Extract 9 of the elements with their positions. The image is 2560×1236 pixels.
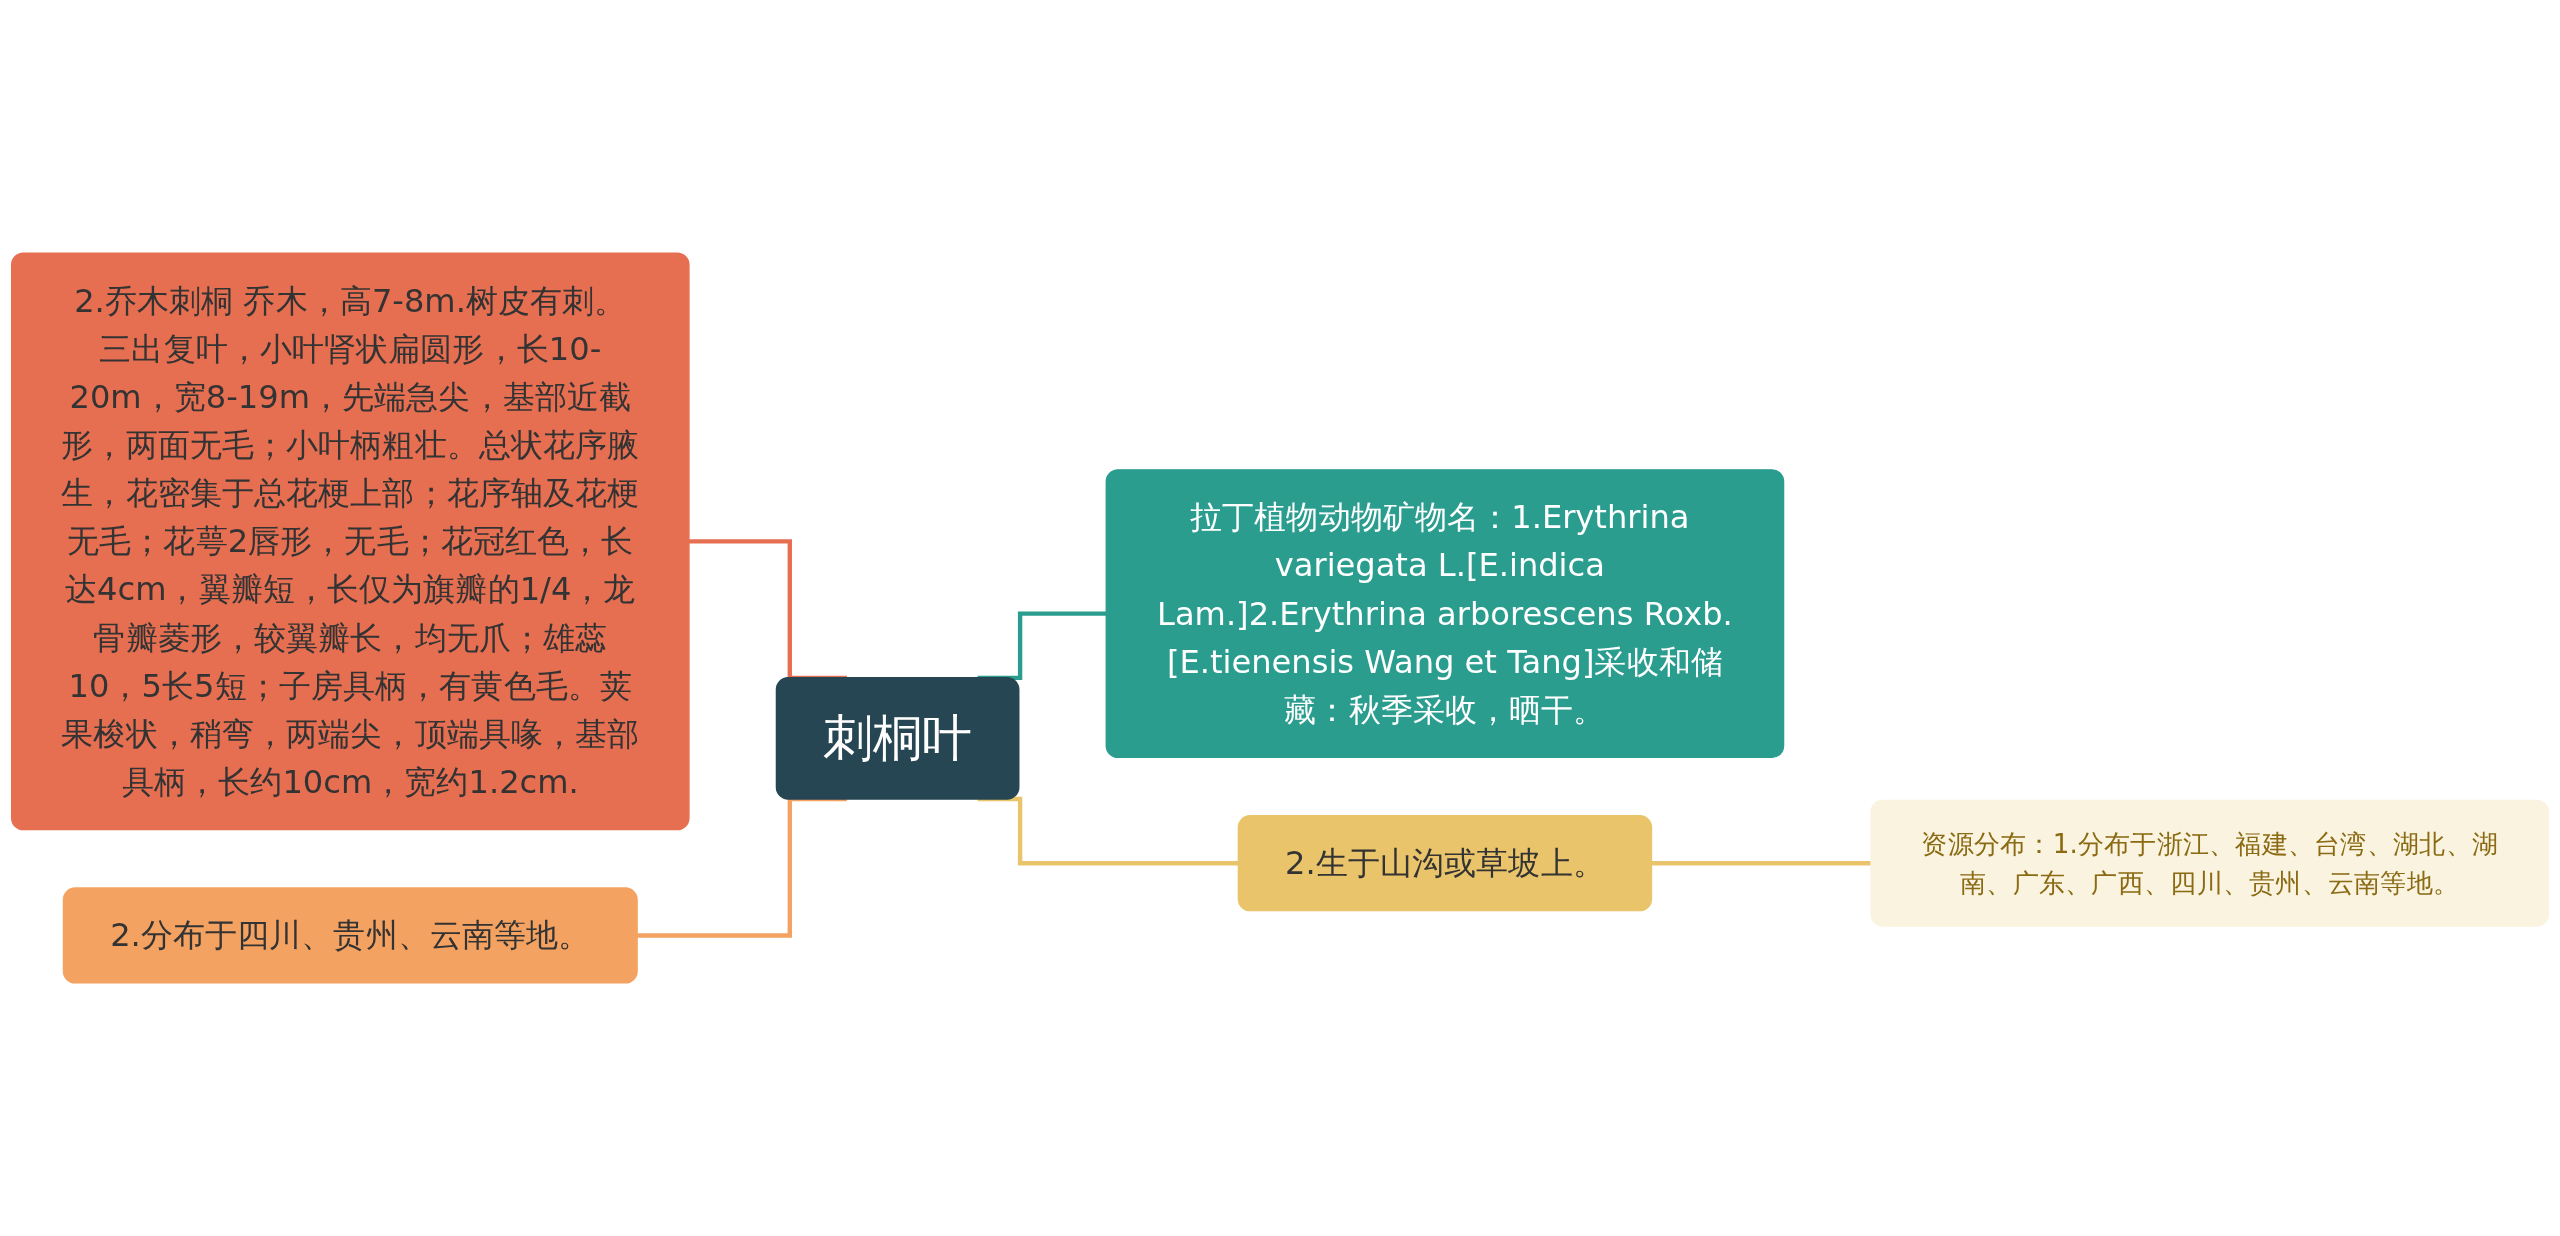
node-box: 2.乔木刺桐 乔木，高7-8m.树皮有刺。三出复叶，小叶肾状扁圆形，长10-20m，宽8-19m，先端急尖，基部近截形，两面无毛；小叶柄粗壮。总状花序腋生，花密集于总花梗上部；花序轴及花梗无毛；花萼2唇形，无毛；花冠红色，长达4cm，翼瓣短，长仅为旗瓣的1/4，龙骨瓣菱形，较翼瓣长，均无爪；雄蕊10，5长5短；子房具柄，有黄色毛。荚果梭状，稍弯，两端尖，顶端具喙，基部具柄，长约10cm，宽约1.2cm.: [10, 252, 690, 831]
node-box: 拉丁植物动物矿物名：1.Erythrina variegata L.[E.indica Lam.]2.Erythrina arborescens Roxb.[E.tienensis Wang et Tang]采收和储藏：秋季采收，晒干。: [1105, 469, 1785, 759]
connector: [977, 611, 1107, 681]
connector: [1651, 861, 1872, 866]
node-box: 2.分布于四川、贵州、云南等地。: [62, 887, 638, 984]
node-box: 2.生于山沟或草坡上。: [1237, 815, 1653, 912]
node-box: 资源分布：1.分布于浙江、福建、台湾、湖北、湖南、广东、广西、四川、贵州、云南等地。: [1870, 799, 2550, 927]
node-box: 刺桐叶: [775, 677, 1020, 800]
connector: [977, 796, 1239, 866]
